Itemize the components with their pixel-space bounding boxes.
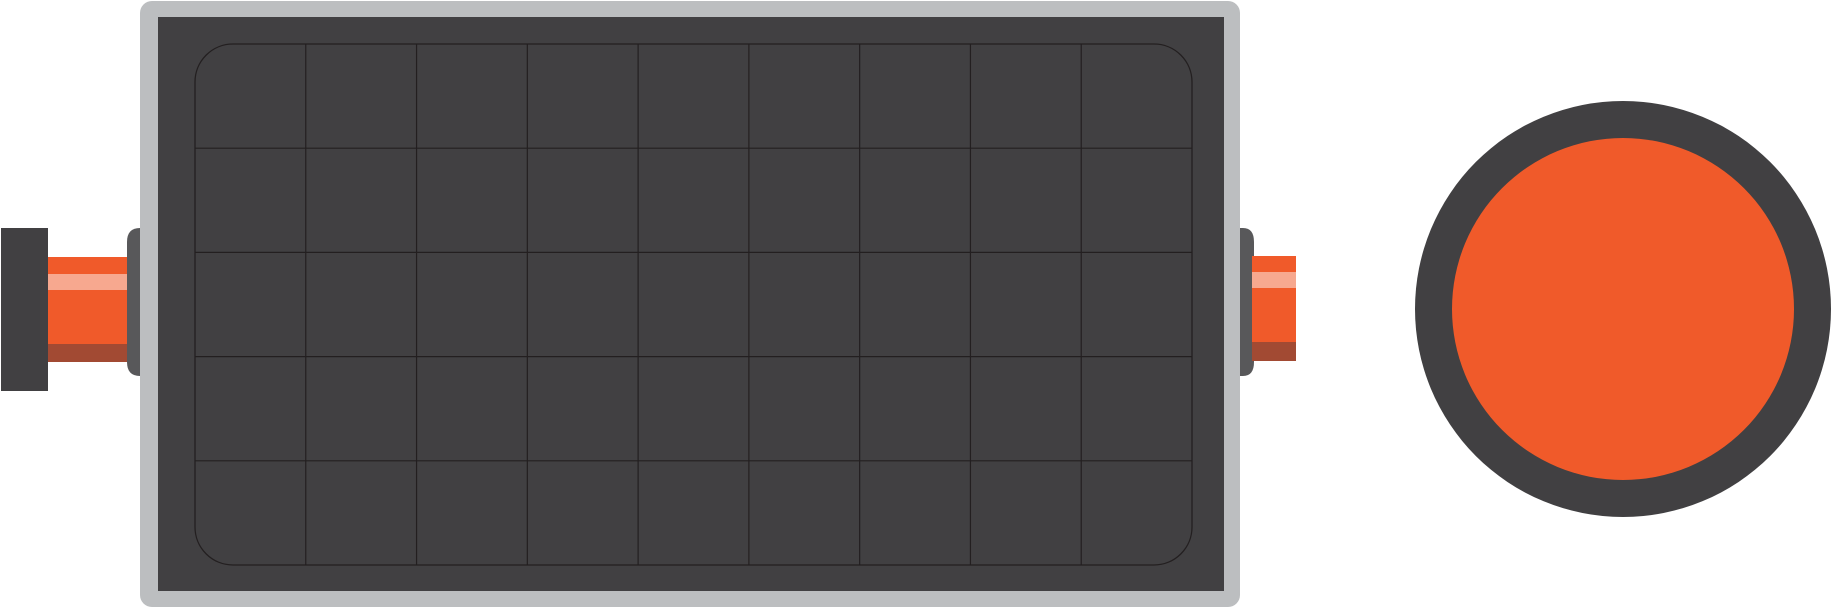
panel-grid: [195, 44, 1192, 565]
left-lead: [1, 228, 145, 391]
orange-disc: [1415, 101, 1831, 517]
right-bar-highlight: [1252, 272, 1296, 288]
right-connector: [1237, 228, 1254, 376]
left-end-cap: [1, 228, 48, 391]
panel-grid-border: [194, 43, 1193, 566]
left-bar-shadow: [46, 344, 134, 362]
right-bar-shadow: [1252, 342, 1296, 361]
cell-panel: [140, 1, 1240, 607]
left-bar-highlight: [46, 274, 134, 290]
right-lead: [1237, 228, 1296, 376]
panel-body: [158, 17, 1224, 591]
disc-face: [1452, 138, 1794, 480]
